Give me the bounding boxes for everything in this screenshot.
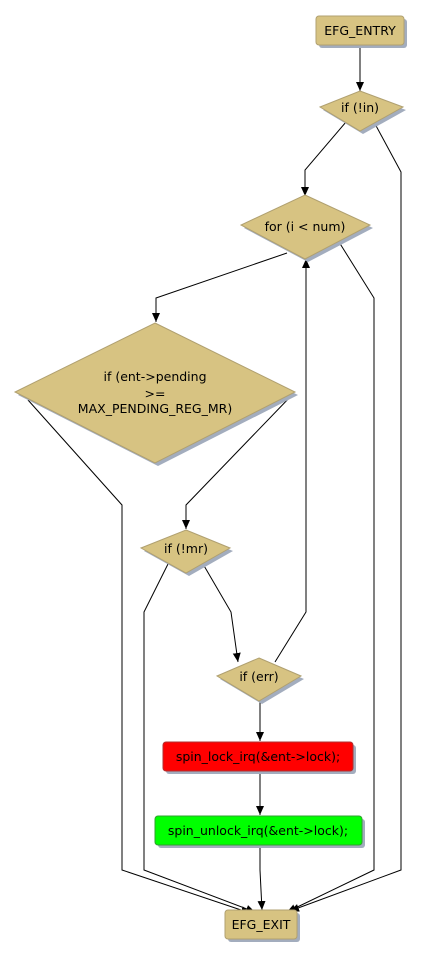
if-pending-line-2: >= [145,386,166,401]
spin-lock-label: spin_lock_irq(&ent->lock); [176,749,340,764]
nodes: EFG_ENTRY if (!in) for (i < num) if (ent… [13,15,407,942]
if-pending-node: if (ent->pending >= MAX_PENDING_REG_MR) [13,322,298,466]
if-err-label: if (err) [239,669,278,684]
edge-if-pending-to-exit [27,399,251,914]
spin-unlock-node: spin_unlock_irq(&ent->lock); [154,815,365,848]
edge-if-mr-to-exit [143,563,256,913]
edges [27,46,402,914]
if-mr-label: if (!mr) [164,541,208,556]
exit-label: EFG_EXIT [232,917,291,932]
if-mr-node: if (!mr) [139,529,233,576]
if-in-node: if (!in) [318,90,406,134]
exit-node: EFG_EXIT [224,909,300,942]
edge-if-mr-to-if-err [202,563,241,663]
for-loop-label: for (i < num) [265,219,346,234]
spin-lock-node: spin_lock_irq(&ent->lock); [162,741,356,774]
for-loop-node: for (i < num) [239,194,373,262]
entry-label: EFG_ENTRY [324,23,396,38]
edge-if-pending-to-if-mr [182,394,293,529]
edge-spin-unlock-to-exit [257,846,266,911]
if-err-node: if (err) [215,657,304,704]
if-pending-line-3: MAX_PENDING_REG_MR) [78,401,232,416]
edge-for-loop-to-if-pending [152,252,288,322]
if-pending-line-1: if (ent->pending [103,369,206,384]
spin-unlock-label: spin_unlock_irq(&ent->lock); [168,823,348,838]
edge-if-in-to-for-loop [301,121,347,196]
edge-if-in-to-exit [289,121,402,912]
edge-if-err-to-for-loop [274,259,310,663]
edge-for-loop-to-exit [286,241,375,913]
entry-node: EFG_ENTRY [315,15,407,48]
if-in-label: if (!in) [341,100,379,115]
